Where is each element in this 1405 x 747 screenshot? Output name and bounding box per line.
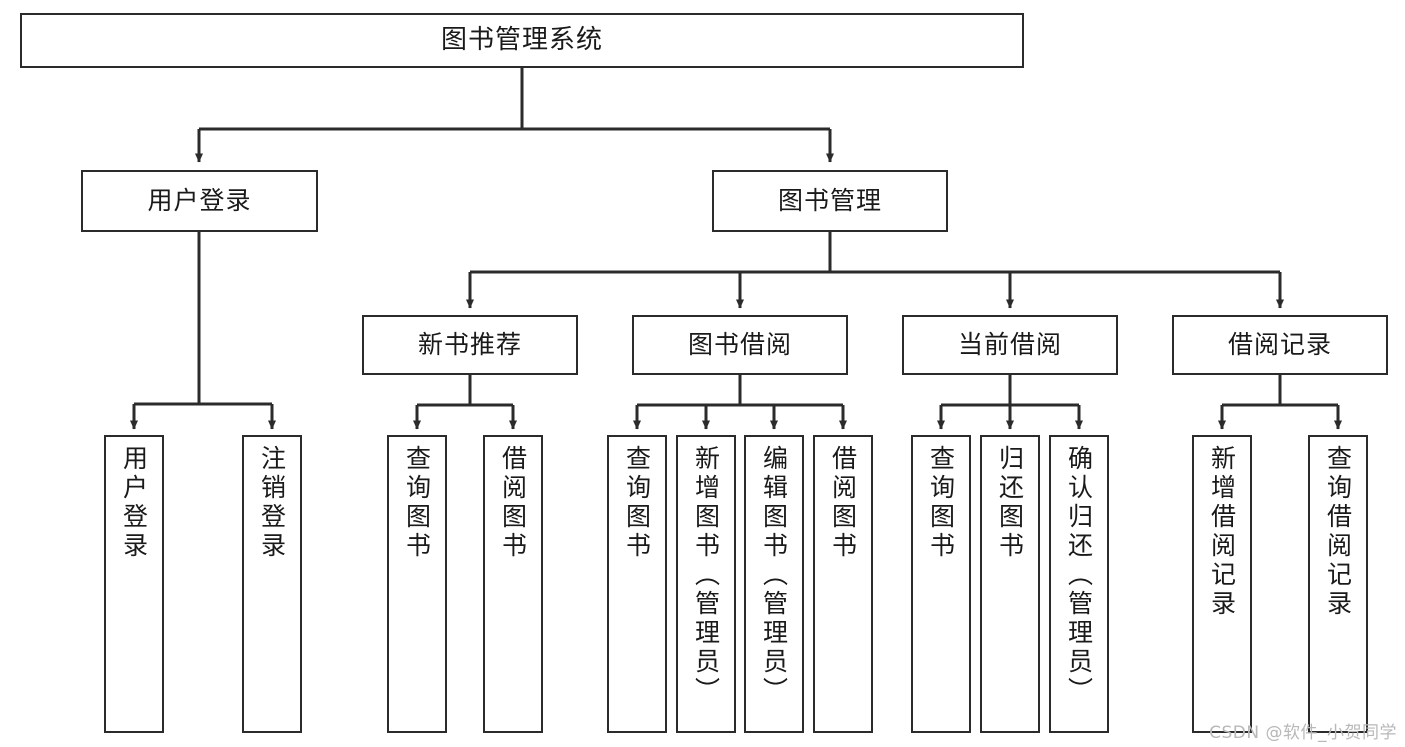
- node-label: 借阅图书: [498, 445, 528, 561]
- leaf-add-borrow-record[interactable]: 新增借阅记录: [1192, 435, 1252, 733]
- node-label: 用户登录: [147, 186, 252, 215]
- node-label: 借阅图书: [828, 445, 858, 561]
- node-label: 查询图书: [622, 445, 652, 561]
- node-label: 新增图书（管理员）: [691, 445, 721, 706]
- node-current-borrow[interactable]: 当前借阅: [902, 315, 1118, 375]
- node-label: 图书管理: [777, 186, 882, 215]
- node-label: 查询借阅记录: [1323, 445, 1353, 619]
- leaf-user-login[interactable]: 用户登录: [104, 435, 164, 733]
- leaf-logout[interactable]: 注销登录: [242, 435, 302, 733]
- node-book-management[interactable]: 图书管理: [712, 170, 948, 232]
- node-borrow-record[interactable]: 借阅记录: [1172, 315, 1388, 375]
- watermark: CSDN @软件_小贺同学: [1209, 723, 1397, 743]
- node-label: 当前借阅: [957, 330, 1062, 359]
- leaf-borrow-book-recommend[interactable]: 借阅图书: [483, 435, 543, 733]
- node-root-system[interactable]: 图书管理系统: [20, 13, 1024, 68]
- node-label: 确认归还（管理员）: [1064, 445, 1094, 706]
- leaf-query-book-current[interactable]: 查询图书: [911, 435, 971, 733]
- node-label: 借阅记录: [1227, 330, 1332, 359]
- node-label: 新书推荐: [417, 330, 522, 359]
- node-book-borrow[interactable]: 图书借阅: [632, 315, 848, 375]
- node-user-login[interactable]: 用户登录: [81, 170, 318, 232]
- node-label: 图书借阅: [687, 330, 792, 359]
- leaf-borrow-book[interactable]: 借阅图书: [813, 435, 873, 733]
- leaf-add-book-admin[interactable]: 新增图书（管理员）: [676, 435, 736, 733]
- leaf-return-book[interactable]: 归还图书: [980, 435, 1040, 733]
- node-label: 查询图书: [926, 445, 956, 561]
- leaf-confirm-return-admin[interactable]: 确认归还（管理员）: [1049, 435, 1109, 733]
- node-label: 查询图书: [402, 445, 432, 561]
- node-label: 注销登录: [257, 445, 287, 561]
- node-label: 用户登录: [119, 445, 149, 561]
- leaf-query-book-borrow[interactable]: 查询图书: [607, 435, 667, 733]
- node-label: 新增借阅记录: [1207, 445, 1237, 619]
- leaf-edit-book-admin[interactable]: 编辑图书（管理员）: [744, 435, 804, 733]
- node-label: 编辑图书（管理员）: [759, 445, 789, 706]
- node-label: 图书管理系统: [440, 24, 603, 55]
- leaf-query-book-recommend[interactable]: 查询图书: [387, 435, 447, 733]
- node-label: 归还图书: [995, 445, 1025, 561]
- node-new-book-recommend[interactable]: 新书推荐: [362, 315, 578, 375]
- leaf-query-borrow-record[interactable]: 查询借阅记录: [1308, 435, 1368, 733]
